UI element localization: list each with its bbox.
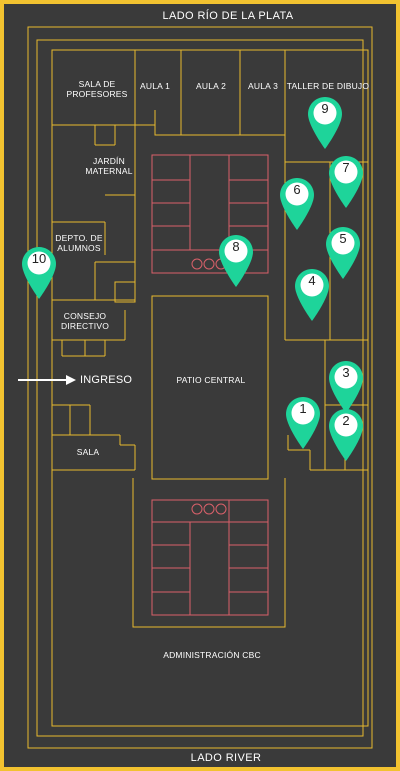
- room-sala: SALA: [76, 447, 100, 457]
- marker-number: 2: [342, 413, 350, 428]
- map-marker-1[interactable]: 1: [285, 396, 321, 450]
- map-pin-icon: [295, 269, 329, 321]
- map-marker-5[interactable]: 5: [325, 226, 361, 280]
- building-core: [51, 49, 369, 727]
- entrance-arrow-icon: [18, 375, 76, 385]
- map-marker-8[interactable]: 8: [218, 234, 254, 288]
- building-outline-outer: [27, 26, 373, 749]
- north-side-label: LADO RÍO DE LA PLATA: [162, 10, 294, 22]
- building-outline-inner: [36, 39, 364, 737]
- map-marker-4[interactable]: 4: [294, 268, 330, 322]
- map-pin-icon: [329, 156, 363, 208]
- map-pin-icon: [219, 235, 253, 287]
- map-marker-9[interactable]: 9: [307, 96, 343, 150]
- entrance-label: INGRESO: [80, 374, 133, 386]
- marker-number: 8: [232, 239, 240, 254]
- map-marker-10[interactable]: 10: [21, 246, 57, 300]
- map-marker-7[interactable]: 7: [328, 155, 364, 209]
- marker-number: 4: [308, 273, 316, 288]
- room-patio-central: PATIO CENTRAL: [176, 375, 246, 385]
- marker-number: 9: [321, 101, 329, 116]
- map-pin-icon: [329, 409, 363, 461]
- room-administracion-cbc: ADMINISTRACIÓN CBC: [163, 650, 261, 660]
- marker-number: 7: [342, 160, 350, 175]
- room-aula-2: AULA 2: [195, 81, 227, 91]
- room-aula-3: AULA 3: [247, 81, 279, 91]
- room-aula-1: AULA 1: [139, 81, 171, 91]
- room-jardin-maternal: JARDÍN MATERNAL: [85, 156, 133, 176]
- map-pin-icon: [280, 178, 314, 230]
- furniture-lower: [151, 499, 269, 616]
- marker-number: 5: [339, 231, 347, 246]
- map-pin-icon: [22, 247, 56, 299]
- marker-number: 1: [299, 401, 307, 416]
- patio-central-area: [151, 295, 269, 480]
- room-taller-dibujo: TALLER DE DIBUJO: [286, 81, 370, 91]
- map-marker-2[interactable]: 2: [328, 408, 364, 462]
- map-pin-icon: [308, 97, 342, 149]
- room-depto-alumnos: DEPTO. DE ALUMNOS: [55, 233, 103, 253]
- map-pin-icon: [329, 361, 363, 413]
- map-marker-3[interactable]: 3: [328, 360, 364, 414]
- map-marker-6[interactable]: 6: [279, 177, 315, 231]
- marker-number: 10: [31, 251, 47, 266]
- room-sala-profesores: SALA DE PROFESORES: [66, 79, 128, 99]
- map-pin-icon: [286, 397, 320, 449]
- marker-number: 6: [293, 182, 301, 197]
- map-pin-icon: [326, 227, 360, 279]
- marker-number: 3: [342, 365, 350, 380]
- south-side-label: LADO RIVER: [190, 752, 262, 764]
- room-consejo-directivo: CONSEJO DIRECTIVO: [60, 311, 110, 331]
